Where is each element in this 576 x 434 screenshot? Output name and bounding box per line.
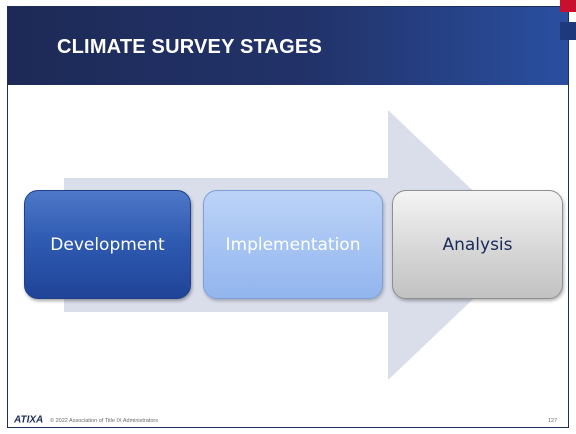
slide-title: CLIMATE SURVEY STAGES [57, 36, 322, 58]
corner-accent-red [560, 0, 576, 12]
stage-implementation-label: Implementation [225, 234, 361, 255]
stage-analysis-label: Analysis [442, 234, 513, 255]
page-number: 127 [548, 418, 558, 424]
title-bar [8, 7, 568, 85]
atixa-logo: ATIXA [14, 415, 43, 425]
stage-development: Development [24, 190, 191, 299]
footer-copyright: © 2022 Association of Title IX Administr… [50, 418, 158, 424]
slide-border [7, 6, 569, 428]
atixa-logo-text: ATIXA [14, 415, 43, 425]
stage-implementation: Implementation [203, 190, 383, 299]
stage-development-label: Development [50, 234, 165, 255]
corner-accent-blue [560, 22, 576, 40]
stage-analysis: Analysis [392, 190, 563, 299]
